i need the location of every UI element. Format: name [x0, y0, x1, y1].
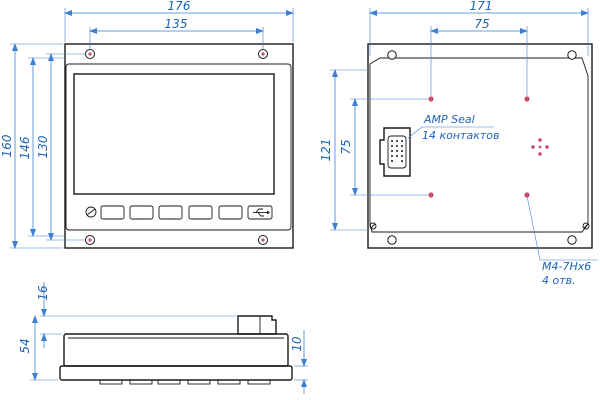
function-button-3 — [158, 205, 183, 220]
function-button-1 — [100, 205, 125, 220]
threaded-holes — [428, 96, 530, 198]
rear-housing — [369, 57, 589, 233]
side-dim-bezel: 10 — [290, 330, 308, 394]
front-dim-hole-spacing: 135 — [89, 17, 264, 50]
rear-dim-width: 171 — [369, 0, 589, 56]
function-button-2 — [129, 205, 154, 220]
dim-135: 135 — [165, 17, 188, 31]
dim-75-v: 75 — [339, 139, 353, 154]
dim-54: 54 — [18, 338, 32, 353]
dim-176: 176 — [168, 0, 191, 13]
side-buttons — [99, 379, 271, 385]
rear-dim-thread-height: 75 — [339, 98, 428, 196]
dim-130: 130 — [36, 135, 50, 158]
connector-label: AMP Seal — [423, 113, 475, 126]
thread-count: 4 отв. — [542, 274, 576, 287]
side-view: 16 54 10 — [18, 282, 308, 394]
function-button-5 — [218, 205, 243, 220]
front-dim-hole-height: 130 — [36, 53, 85, 241]
side-connector — [237, 315, 277, 335]
thread-spec: M4-7Hx6 — [542, 260, 591, 273]
front-housing-outline — [64, 43, 294, 249]
front-dim-width: 176 — [64, 0, 294, 42]
side-dim-connector: 16 — [36, 282, 236, 348]
thread-callout: M4-7Hx6 4 отв. — [526, 195, 598, 287]
connector-callout: AMP Seal 14 контактов — [407, 113, 499, 142]
dim-121: 121 — [319, 139, 333, 162]
front-dim-height: 160 — [0, 43, 63, 249]
front-mounting-holes — [85, 49, 268, 245]
front-view: 176 135 160 146 130 — [0, 0, 294, 249]
dim-75-h: 75 — [474, 17, 489, 31]
display-screen — [73, 73, 275, 195]
amp-seal-connector — [379, 127, 411, 177]
dim-16: 16 — [36, 285, 50, 301]
vent-holes — [531, 138, 549, 156]
rear-flange-outline — [367, 43, 593, 249]
side-dim-depth: 54 — [18, 315, 58, 381]
side-housing — [63, 333, 289, 367]
dim-171: 171 — [470, 0, 493, 13]
dim-146: 146 — [18, 136, 32, 159]
rear-mounting-holes — [387, 50, 577, 245]
front-dim-inner-height: 146 — [18, 57, 64, 237]
function-button-4 — [188, 205, 213, 220]
rear-view: AMP Seal 14 контактов M4-7Hx6 4 отв. 171… — [319, 0, 598, 287]
rear-dim-height: 121 — [319, 69, 368, 231]
front-buttons — [100, 205, 273, 220]
rear-dim-thread-width: 75 — [430, 17, 528, 96]
side-bezel — [59, 365, 293, 381]
usb-port-icon — [247, 205, 273, 220]
connector-pins: 14 контактов — [422, 129, 499, 142]
rotary-knob — [85, 206, 97, 218]
rear-screws — [369, 222, 590, 230]
front-bezel — [65, 63, 292, 231]
dim-10: 10 — [290, 336, 304, 352]
dim-160: 160 — [0, 134, 14, 157]
